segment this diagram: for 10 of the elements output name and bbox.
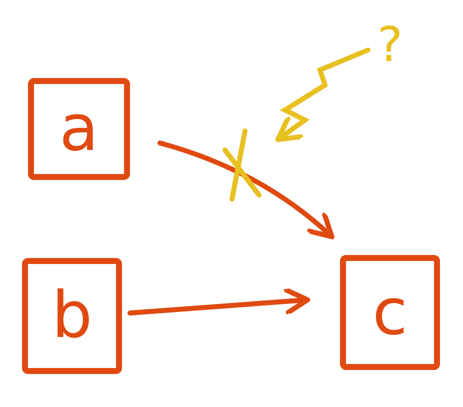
letter-box [340, 255, 440, 370]
arrow [275, 48, 370, 142]
arrow [128, 286, 310, 316]
letter-box [28, 78, 130, 180]
question-mark: ? [377, 21, 403, 69]
letter-box [22, 258, 122, 374]
box-letter: b [52, 284, 92, 348]
box-letter: a [59, 97, 99, 161]
arrow [158, 140, 334, 240]
box-letter: c [372, 280, 408, 344]
